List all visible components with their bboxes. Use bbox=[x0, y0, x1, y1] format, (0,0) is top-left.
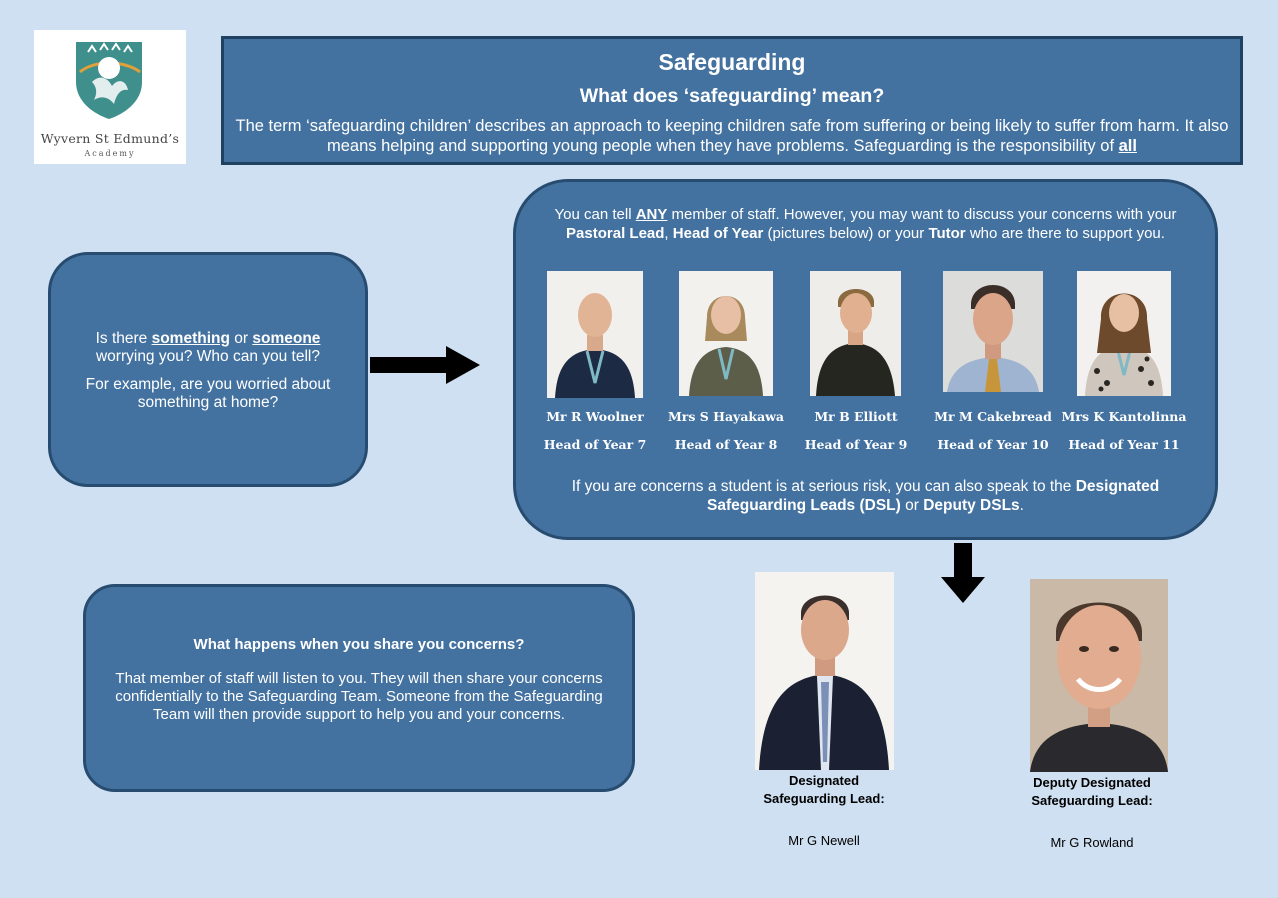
worry-example: For example, are you worried about somet… bbox=[85, 376, 331, 411]
page-title: Safeguarding bbox=[658, 49, 806, 75]
dsl-name: Mr G Newell bbox=[788, 833, 860, 848]
staff-role: Head of Year 10 bbox=[937, 437, 1049, 452]
staff-name: Mr R Woolner bbox=[546, 409, 644, 424]
staff-role: Head of Year 11 bbox=[1068, 437, 1180, 452]
staff-photo-kantolinna bbox=[1077, 271, 1171, 396]
header-body-text: The term ‘safeguarding children’ describ… bbox=[235, 117, 1229, 155]
arrow-right-icon bbox=[370, 346, 480, 384]
staff-role: Head of Year 8 bbox=[674, 437, 778, 452]
staff-photo-elliott bbox=[810, 271, 901, 396]
worry-question: Is there something or someone worrying y… bbox=[95, 330, 321, 365]
dsl-referral-text: If you are concerns a student is at seri… bbox=[571, 478, 1160, 514]
staff-name: Mr B Elliott bbox=[814, 409, 898, 424]
header-description: The term ‘safeguarding children’ describ… bbox=[232, 116, 1232, 156]
school-logo: Wyvern St Edmund’s Academy bbox=[34, 30, 186, 164]
worry-question-box: Is there something or someone worrying y… bbox=[48, 252, 368, 487]
deputy-dsl-title: Deputy Designated Safeguarding Lead: bbox=[1031, 775, 1153, 808]
dsl-title: Designated Safeguarding Lead: bbox=[763, 773, 885, 806]
staff-photo-woolner bbox=[547, 271, 643, 398]
staff-photo-hayakawa bbox=[679, 271, 773, 396]
dsl-photo bbox=[755, 572, 894, 770]
staff-role: Head of Year 9 bbox=[804, 437, 908, 452]
school-subtitle: Academy bbox=[84, 149, 136, 158]
staff-name: Mr M Cakebread bbox=[934, 409, 1052, 424]
school-name: Wyvern St Edmund’s bbox=[40, 131, 180, 146]
staff-name: Mrs K Kantolinna bbox=[1061, 409, 1187, 424]
sharing-concerns-box: What happens when you share you concerns… bbox=[83, 584, 635, 792]
staff-intro-text: You can tell ANY member of staff. Howeve… bbox=[554, 206, 1177, 242]
header-emphasis: all bbox=[1118, 137, 1137, 155]
header-banner: Safeguarding What does ‘safeguarding’ me… bbox=[221, 36, 1243, 165]
staff-role: Head of Year 7 bbox=[543, 437, 647, 452]
sharing-body: That member of staff will listen to you.… bbox=[115, 670, 603, 723]
page-subtitle: What does ‘safeguarding’ mean? bbox=[579, 85, 885, 107]
staff-photo-cakebread bbox=[943, 271, 1043, 392]
arrow-down-icon bbox=[941, 543, 985, 603]
deputy-dsl-name: Mr G Rowland bbox=[1050, 835, 1134, 850]
staff-name: Mrs S Hayakawa bbox=[667, 409, 785, 424]
sharing-heading: What happens when you share you concerns… bbox=[193, 636, 525, 653]
staff-contacts-box: You can tell ANY member of staff. Howeve… bbox=[513, 179, 1218, 540]
crest-icon bbox=[76, 42, 142, 119]
deputy-dsl-photo bbox=[1030, 579, 1168, 772]
